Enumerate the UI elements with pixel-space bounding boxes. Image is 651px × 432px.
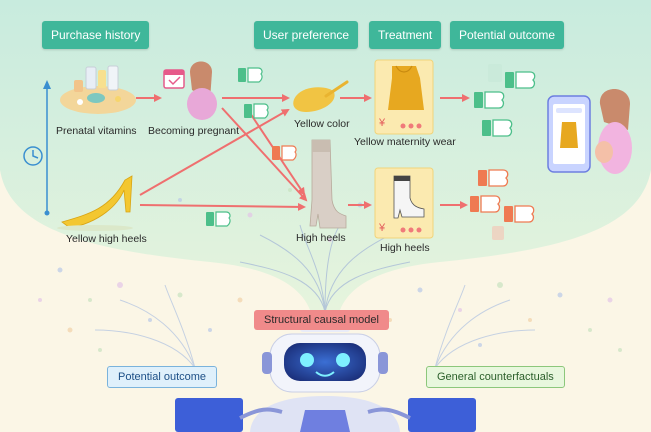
yellow-maternity-wear-card (374, 59, 434, 135)
header-treatment: Treatment (369, 21, 442, 49)
pill-structural-causal-model: Structural causal model (254, 310, 389, 330)
thumbs-down-icon (272, 145, 297, 161)
label-high-heels-preference: High heels (296, 232, 346, 244)
label-prenatal-vitamins: Prenatal vitamins (56, 125, 137, 137)
causal-arrows (136, 94, 470, 211)
phone-icon (547, 95, 591, 173)
yellow-high-heel-icon (57, 175, 133, 231)
label-yellow-color: Yellow color (294, 118, 350, 130)
negative-outcome-thumbs (470, 169, 535, 240)
scatter-dots (38, 188, 622, 352)
header-potential-outcome: Potential outcome (450, 21, 565, 49)
high-heels-card (374, 167, 434, 239)
high-heel-boot-icon (309, 139, 347, 229)
prenatal-vitamins-icon (60, 65, 136, 114)
side-root-lines (94, 284, 536, 369)
label-high-heels-treatment: High heels (380, 242, 430, 254)
positive-outcome-thumbs (474, 64, 536, 137)
header-purchase-history: Purchase history (42, 21, 150, 49)
root-lines (239, 224, 411, 313)
pill-potential-outcome: Potential outcome (107, 366, 218, 388)
pregnant-woman-right-icon (595, 89, 632, 174)
label-yellow-high-heels: Yellow high heels (66, 233, 147, 245)
label-yellow-maternity-wear: Yellow maternity wear (354, 136, 456, 148)
robot-icon (175, 318, 476, 432)
timeline (23, 80, 51, 216)
thumbs-up-icon (206, 67, 269, 227)
pregnant-woman-icon (163, 61, 217, 120)
yellow-color-icon (293, 80, 349, 112)
pill-general-counterfactuals: General counterfactuals (426, 366, 565, 388)
price-symbol-high-heels: ¥ (379, 222, 386, 234)
header-user-preference: User preference (254, 21, 359, 49)
label-becoming-pregnant: Becoming pregnant (148, 125, 240, 137)
price-symbol-maternity-wear: ¥ (379, 117, 386, 129)
